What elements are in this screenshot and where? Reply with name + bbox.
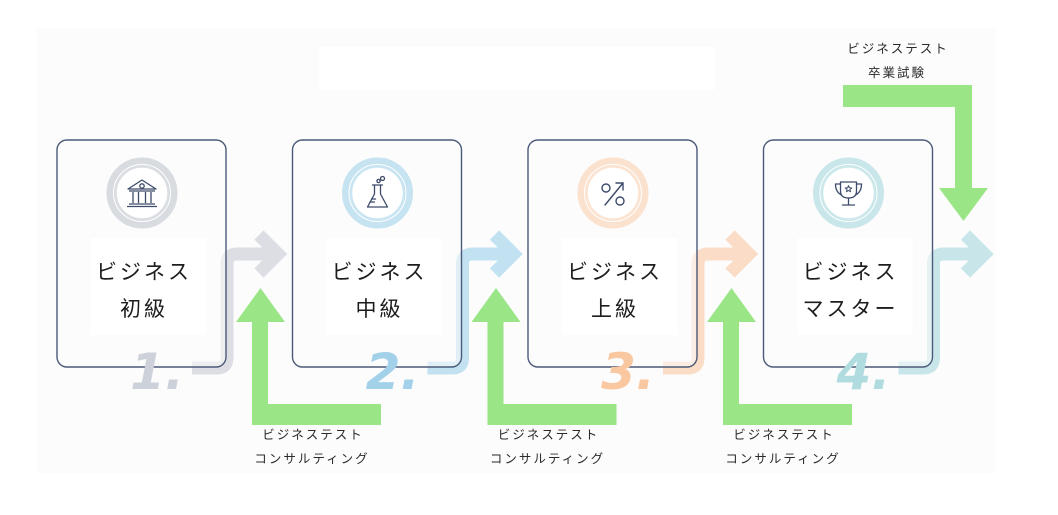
icon-ring-inner	[586, 166, 640, 220]
final-exam-line1: ビジネステスト	[847, 41, 949, 56]
step-label-line1: ビジネス	[567, 260, 663, 284]
step-connector-arrow	[898, 230, 994, 375]
numbers-layer: 1. 2. 3. 4.	[130, 343, 890, 401]
step-label-line2: 中級	[356, 297, 404, 321]
icon-ring	[342, 157, 413, 229]
icon-ring-inner-line	[584, 164, 642, 222]
caption-line2: コンサルティング	[725, 451, 840, 466]
title-box	[319, 47, 715, 90]
connectors-layer	[192, 230, 994, 375]
step-label-line2: マスター	[803, 297, 899, 321]
chevron-right-icon	[254, 230, 288, 278]
chevron-right-icon	[489, 230, 523, 278]
step-number: 2.	[366, 343, 420, 401]
step-label-line1: ビジネス	[96, 260, 192, 284]
arrow-down-icon	[843, 85, 988, 221]
caption-line2: コンサルティング	[254, 451, 369, 466]
caption-line1: ビジネステスト	[498, 427, 600, 442]
step-label-line2: 上級	[591, 297, 639, 321]
consulting-arrow	[471, 288, 617, 425]
caption-line1: ビジネステスト	[733, 427, 835, 442]
arrow-up-icon	[236, 288, 381, 425]
bank-icon	[106, 157, 178, 229]
icon-ring	[106, 157, 178, 229]
flask-icon	[342, 157, 413, 229]
consulting-arrow	[236, 288, 381, 425]
connector-path	[427, 247, 511, 375]
icon-ring-inner-line	[113, 164, 171, 222]
icon-ring	[813, 157, 884, 229]
connector-path	[898, 247, 982, 375]
chevron-right-icon	[725, 230, 759, 278]
captions-layer: ビジネステストコンサルティングビジネステストコンサルティングビジネステストコンサ…	[254, 41, 949, 466]
final-exam-arrow	[843, 85, 988, 221]
step-label-line2: 初級	[120, 297, 168, 321]
arrow-up-icon	[471, 288, 617, 425]
final-exam-line2: 卒業試験	[868, 65, 926, 80]
step-number: 4.	[836, 343, 891, 401]
label-background	[562, 238, 677, 335]
caption-line1: ビジネステスト	[262, 427, 364, 442]
icon-ring-inner	[821, 166, 876, 220]
arrow-up-icon	[707, 288, 852, 425]
label-background	[326, 238, 442, 335]
icon-ring-inner	[350, 166, 405, 220]
step-number: 3.	[601, 343, 655, 401]
label-background	[91, 238, 206, 335]
chevron-right-icon	[960, 230, 994, 278]
step-label-line1: ビジネス	[332, 260, 428, 284]
caption-line2: コンサルティング	[490, 451, 605, 466]
percent-growth-icon	[577, 157, 649, 229]
icon-ring-inner-line	[348, 164, 407, 222]
step-connector-arrow	[427, 230, 523, 375]
icon-ring-inner-line	[819, 164, 878, 222]
step-connector-arrow	[192, 230, 288, 375]
step-number: 1.	[130, 343, 184, 401]
icon-ring-inner	[115, 166, 169, 220]
trophy-icon	[813, 157, 884, 229]
connector-path	[192, 247, 275, 375]
consulting-arrow	[707, 288, 852, 425]
connector-path	[663, 247, 746, 375]
label-background	[797, 238, 913, 335]
step-connector-arrow	[663, 230, 759, 375]
green-arrows-layer	[236, 85, 988, 425]
step-label-line1: ビジネス	[803, 260, 899, 284]
icon-ring	[577, 157, 649, 229]
